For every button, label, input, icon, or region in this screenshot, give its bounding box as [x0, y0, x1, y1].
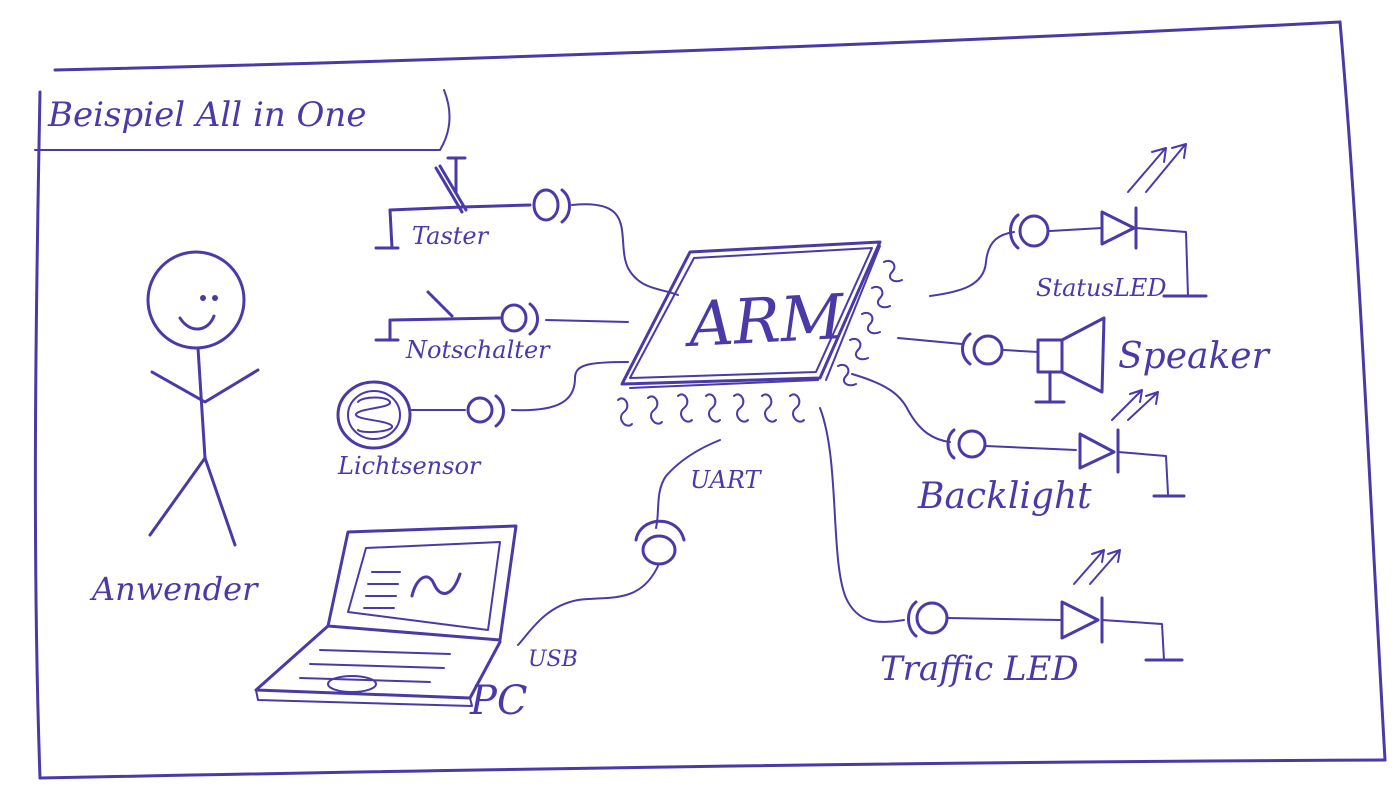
uart-usb-link: UART USB	[517, 439, 762, 672]
speaker-symbol: Speaker	[897, 316, 1271, 404]
pc-label: PC	[469, 678, 528, 724]
lichtsensor-label: Lichtsensor	[337, 452, 482, 480]
arm-label: ARM	[682, 280, 847, 361]
backlight-label: Backlight	[917, 476, 1092, 517]
traffic-led-label: Traffic LED	[880, 649, 1079, 689]
diagram-title: Beispiel All in One	[47, 95, 366, 135]
pc-laptop-symbol: PC	[254, 524, 528, 724]
outer-frame	[33, 20, 1387, 780]
status-led-label: StatusLED	[1036, 274, 1167, 302]
traffic-led-symbol: Traffic LED	[819, 407, 1184, 689]
arm-chip: ARM	[617, 240, 903, 427]
notschalter-switch-symbol: Notschalter	[374, 290, 629, 364]
status-led-symbol: StatusLED	[929, 143, 1208, 302]
notschalter-label: Notschalter	[405, 336, 551, 364]
title-box: Beispiel All in One	[34, 89, 451, 151]
taster-button-symbol: Taster	[374, 156, 679, 296]
lichtsensor-symbol: Lichtsensor	[336, 361, 629, 480]
backlight-symbol: Backlight	[851, 373, 1186, 517]
user-stick-figure: Anwender	[89, 250, 260, 608]
usb-label: USB	[528, 647, 578, 672]
taster-label: Taster	[412, 222, 490, 250]
speaker-label: Speaker	[1118, 336, 1271, 377]
uart-label: UART	[690, 466, 762, 494]
anwender-label: Anwender	[89, 570, 259, 608]
